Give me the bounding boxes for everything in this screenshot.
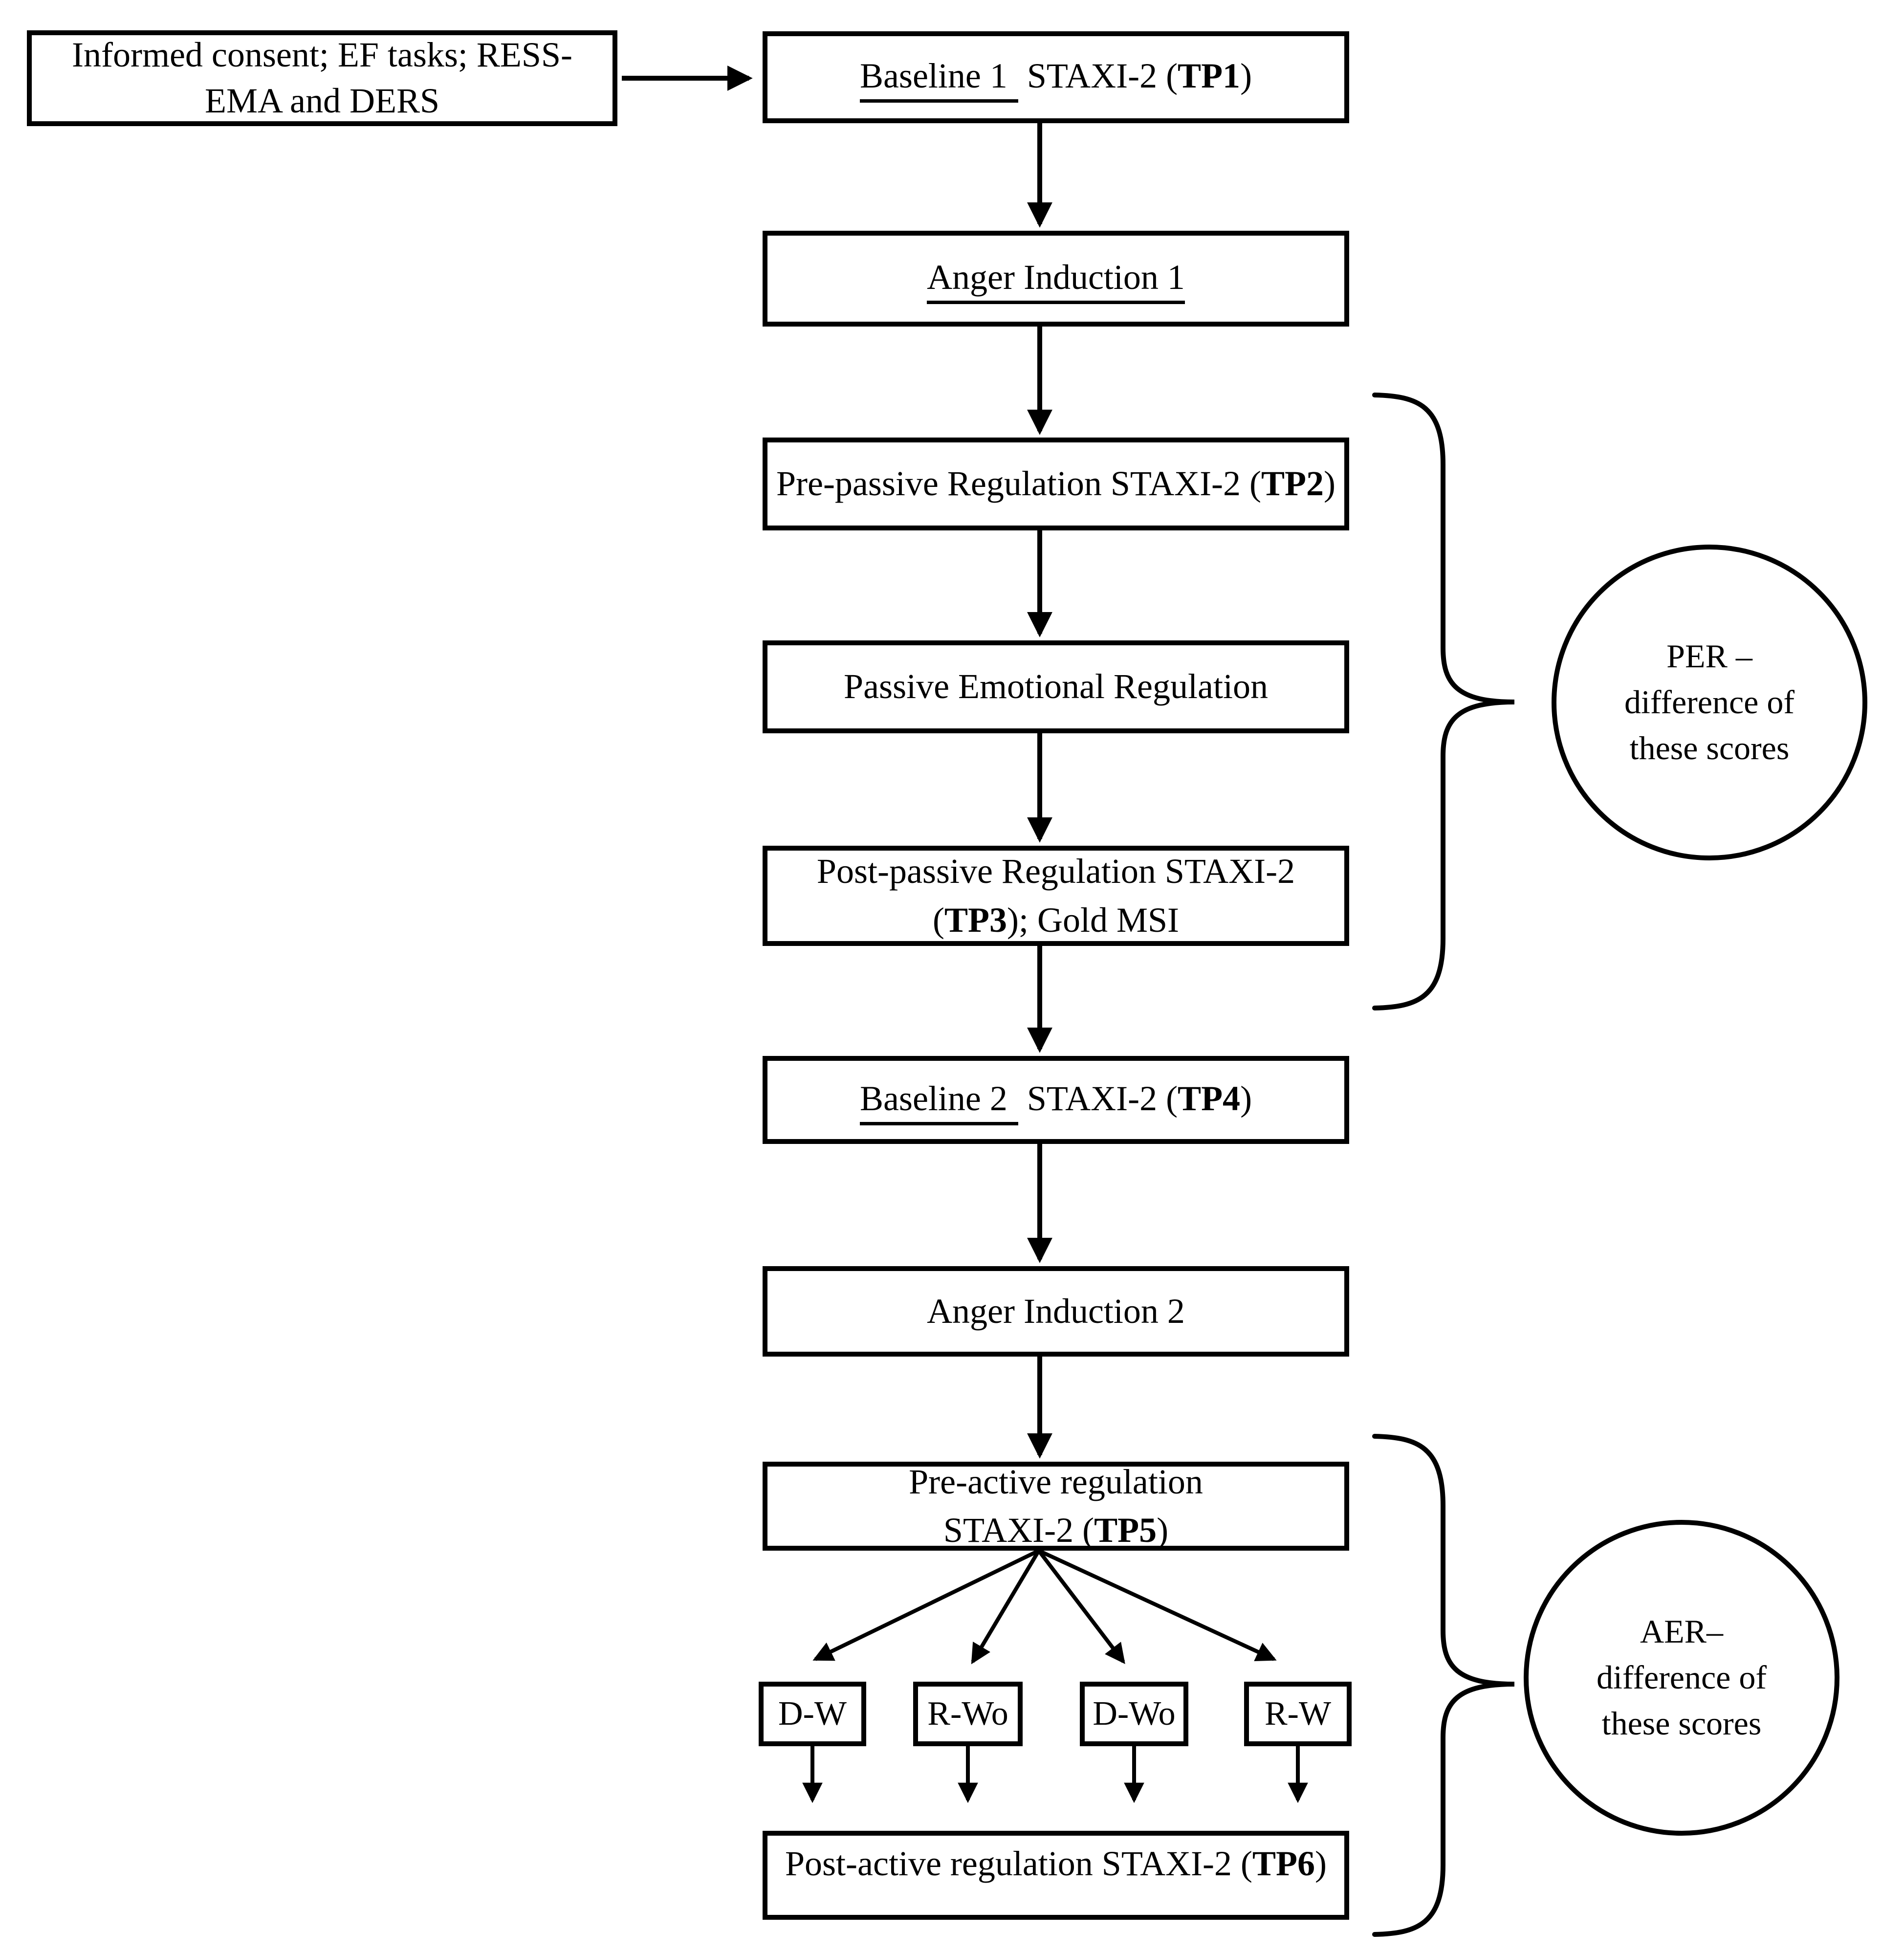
anger2-label: Anger Induction 2 bbox=[927, 1291, 1185, 1331]
box-post-active-tp6: Post-active regulation STAXI-2 (TP6) bbox=[763, 1831, 1349, 1920]
arrow-tp5-to-dw bbox=[812, 1549, 1040, 1661]
tp4-badge: TP4 bbox=[1178, 1079, 1241, 1119]
tp5-badge: TP5 bbox=[1094, 1511, 1157, 1550]
condition-rwo-label: R-Wo bbox=[927, 1694, 1008, 1733]
condition-dw-label: D-W bbox=[778, 1694, 847, 1733]
tp1-label: Baseline 1 STAXI-2 (TP1) bbox=[859, 52, 1252, 103]
tp5-line-1: Pre-active regulation bbox=[909, 1462, 1203, 1501]
tp5-line-2: STAXI-2 (TP5) bbox=[943, 1511, 1169, 1550]
box-baseline1-tp1: Baseline 1 STAXI-2 (TP1) bbox=[763, 31, 1349, 123]
tp3-badge: TP3 bbox=[944, 900, 1007, 940]
tp1-badge: TP1 bbox=[1178, 56, 1241, 96]
tp4-underlined-text: Baseline 2 bbox=[859, 1080, 1018, 1125]
aer-line-2: difference of bbox=[1597, 1659, 1767, 1696]
tp2-label: Pre-passive Regulation STAXI-2 (TP2) bbox=[776, 464, 1336, 504]
per-brace bbox=[1372, 393, 1515, 1010]
box-post-passive-tp3: Post-passive Regulation STAXI-2 (TP3); G… bbox=[763, 846, 1349, 946]
arrow-tp5-to-rw bbox=[1038, 1549, 1277, 1662]
per-circle: PER – difference of these scores bbox=[1552, 545, 1867, 860]
tp2-badge: TP2 bbox=[1261, 464, 1324, 504]
box-anger-induction-1: Anger Induction 1 bbox=[763, 231, 1349, 327]
aer-line-3: these scores bbox=[1601, 1704, 1762, 1742]
box-pre-active-tp5: Pre-active regulation STAXI-2 (TP5) bbox=[763, 1462, 1349, 1551]
anger1-label: Anger Induction 1 bbox=[927, 253, 1185, 304]
box-condition-dwo: D-Wo bbox=[1080, 1682, 1188, 1746]
tp1-underlined-text: Baseline 1 bbox=[859, 58, 1018, 103]
box-baseline2-tp4: Baseline 2 STAXI-2 (TP4) bbox=[763, 1056, 1349, 1144]
tp3-line-1: Post-passive Regulation STAXI-2 bbox=[816, 852, 1295, 891]
arrow-tp5-to-rwo bbox=[971, 1549, 1041, 1665]
consent-line-1: Informed consent; EF tasks; RESS- bbox=[72, 35, 572, 75]
condition-dwo-label: D-Wo bbox=[1093, 1694, 1176, 1733]
tp6-label: Post-active regulation STAXI-2 (TP6) bbox=[785, 1844, 1327, 1884]
box-passive-regulation: Passive Emotional Regulation bbox=[763, 640, 1349, 733]
box-pre-passive-tp2: Pre-passive Regulation STAXI-2 (TP2) bbox=[763, 438, 1349, 530]
aer-circle: AER– difference of these scores bbox=[1524, 1520, 1839, 1836]
arrow-tp5-to-dwo bbox=[1037, 1549, 1125, 1664]
box-informed-consent: Informed consent; EF tasks; RESS- EMA an… bbox=[27, 30, 617, 126]
box-condition-rw: R-W bbox=[1244, 1682, 1352, 1746]
condition-rw-label: R-W bbox=[1264, 1694, 1332, 1733]
passive-label: Passive Emotional Regulation bbox=[844, 667, 1268, 706]
box-condition-rwo: R-Wo bbox=[913, 1682, 1023, 1746]
consent-line-2: EMA and DERS bbox=[204, 81, 440, 120]
tp4-label: Baseline 2 STAXI-2 (TP4) bbox=[859, 1075, 1252, 1125]
aer-brace bbox=[1372, 1434, 1515, 1937]
box-anger-induction-2: Anger Induction 2 bbox=[763, 1266, 1349, 1357]
tp3-line-2: (TP3); Gold MSI bbox=[932, 900, 1180, 940]
per-line-3: these scores bbox=[1629, 729, 1790, 767]
aer-line-1: AER– bbox=[1640, 1613, 1723, 1650]
box-condition-dw: D-W bbox=[759, 1682, 866, 1746]
per-line-1: PER – bbox=[1666, 637, 1752, 675]
per-line-2: difference of bbox=[1624, 683, 1795, 721]
tp6-badge: TP6 bbox=[1252, 1844, 1315, 1884]
